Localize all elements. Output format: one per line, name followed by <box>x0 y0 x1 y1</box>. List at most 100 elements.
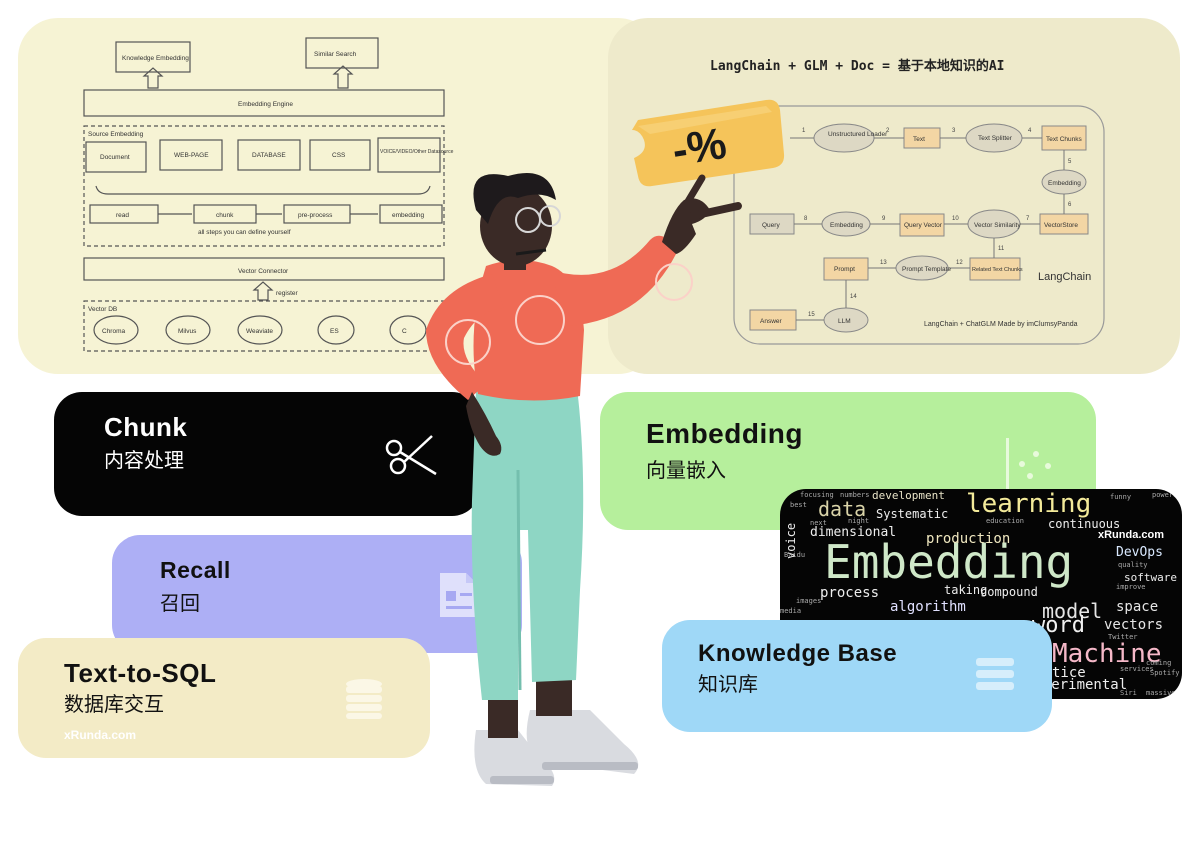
step-number: 4 <box>1028 128 1032 134</box>
node-label: Text Splitter <box>978 135 1013 142</box>
recall-card[interactable]: Recall 召回 <box>112 535 522 653</box>
step-number: 5 <box>1068 159 1072 165</box>
embedding-engine-label: Embedding Engine <box>238 101 293 108</box>
node-label: Prompt <box>834 266 855 273</box>
chunk-card[interactable]: Chunk 内容处理 <box>54 392 480 516</box>
step-number: 7 <box>1026 216 1030 222</box>
node-label: Embedding <box>1048 180 1081 187</box>
database-stack-icon <box>346 679 382 719</box>
recall-title: Recall <box>160 557 231 583</box>
node-label: VectorStore <box>1044 222 1078 229</box>
node-label: Query <box>762 222 780 229</box>
cloud-word: coming <box>1146 659 1172 667</box>
langchain-diagram: LangChain + GLM + Doc = 基于本地知识的AI LangCh… <box>710 58 1105 345</box>
sql-title: Text-to-SQL <box>64 658 217 688</box>
step-number: 8 <box>804 216 808 222</box>
cloud-word: process <box>820 585 880 601</box>
vector-connector-box <box>83 257 445 281</box>
vector-db-label: Vector DB <box>88 306 117 313</box>
cloud-word: continuous <box>1048 517 1121 531</box>
cloud-word: compound <box>980 585 1038 599</box>
db-item: Milvus <box>178 328 197 335</box>
sql-subtitle: 数据库交互 <box>64 694 164 716</box>
cloud-word: quality <box>1118 561 1148 569</box>
step-item: chunk <box>216 212 234 219</box>
langchain-frame <box>733 105 1105 345</box>
step-item: pre-process <box>298 212 333 219</box>
text-to-sql-card[interactable]: Text-to-SQL 数据库交互 xRunda.com <box>18 638 430 758</box>
db-item: C <box>402 328 407 335</box>
knowledge-embedding-label: Knowledge Embedding <box>122 55 189 62</box>
embedding-title: Embedding <box>646 418 803 449</box>
source-item: CSS <box>332 152 346 159</box>
cloud-word: Systematic <box>876 507 949 521</box>
source-item: WEB-PAGE <box>174 152 209 159</box>
cloud-word: numbers <box>840 491 870 499</box>
step-number: 10 <box>952 216 959 222</box>
diagram-credit: LangChain + ChatGLM Made by imClumsyPand… <box>924 321 1078 328</box>
cloud-word: data <box>818 497 867 521</box>
step-number: 12 <box>956 260 963 266</box>
discount-tag-badge: -% <box>630 94 790 190</box>
cloud-brand: xRunda.com <box>1098 529 1165 541</box>
source-embedding-label: Source Embedding <box>88 131 144 138</box>
layers-icon <box>976 658 1014 690</box>
node-label: Text Chunks <box>1046 136 1083 143</box>
embedding-subtitle: 向量嵌入 <box>646 460 726 482</box>
cloud-word: Embedding <box>824 535 1074 589</box>
cloud-word: services <box>1120 665 1154 673</box>
cloud-word: improve <box>1116 583 1146 591</box>
step-number: 15 <box>808 312 815 318</box>
cloud-word: best <box>790 501 807 509</box>
knowledge-embedding-box <box>115 41 191 73</box>
source-item: Document <box>100 154 130 161</box>
node-label: Vector Similarity <box>974 222 1021 229</box>
cloud-word: DevOps <box>1116 545 1163 560</box>
cloud-word: focusing <box>800 491 834 499</box>
step-number: 9 <box>882 216 886 222</box>
cloud-word: powers <box>1152 491 1178 499</box>
chunk-title: Chunk <box>104 412 188 442</box>
cloud-word: images <box>796 597 822 605</box>
kb-subtitle: 知识库 <box>698 674 758 696</box>
cloud-word: taking <box>944 583 988 597</box>
cloud-word: Siri <box>1120 689 1137 697</box>
presenter-character-illustration <box>426 173 742 786</box>
document-icon <box>440 573 476 617</box>
scatter-chart-icon <box>1006 438 1060 492</box>
db-item: Weaviate <box>246 328 273 335</box>
step-number: 1 <box>802 128 806 134</box>
discount-tag-text: -% <box>669 119 730 176</box>
cloud-word: algorithm <box>890 599 966 615</box>
cloud-word: development <box>872 489 945 502</box>
step-item: embedding <box>392 212 425 219</box>
node-label: LLM <box>838 318 851 325</box>
knowledge-base-card[interactable]: Knowledge Base 知识库 <box>662 620 1052 732</box>
step-item: read <box>116 212 129 219</box>
cloud-word: Machine <box>1052 639 1162 669</box>
node-label: Answer <box>760 318 783 325</box>
cloud-word: Twitter <box>1108 633 1138 641</box>
langchain-diagram-panel: LangChain + GLM + Doc = 基于本地知识的AI LangCh… <box>608 18 1180 374</box>
step-number: 2 <box>886 128 890 134</box>
cloud-word: production <box>926 531 1011 547</box>
cloud-word: massive <box>1146 689 1176 697</box>
sql-footer-brand: xRunda.com <box>64 728 137 742</box>
cloud-word: Baidu <box>784 551 806 559</box>
recall-subtitle: 召回 <box>160 593 200 615</box>
cloud-word: education <box>986 517 1024 525</box>
db-item: ES <box>330 328 339 335</box>
step-number: 14 <box>850 294 857 300</box>
node-label: Prompt Template <box>902 266 951 273</box>
cloud-word: Spotify <box>1150 669 1180 677</box>
cloud-word: vectors <box>1104 617 1164 633</box>
related-node <box>969 257 1021 281</box>
cloud-word: software <box>1124 571 1177 584</box>
scissors-icon <box>385 435 437 476</box>
db-item: Chroma <box>102 328 126 335</box>
vector-connector-label: Vector Connector <box>238 268 289 275</box>
node-label: Unstructured Loader <box>828 131 888 138</box>
source-item: DATABASE <box>252 152 286 159</box>
cloud-word: learning <box>966 489 1092 519</box>
langchain-title: LangChain + GLM + Doc = 基于本地知识的AI <box>710 58 1005 74</box>
